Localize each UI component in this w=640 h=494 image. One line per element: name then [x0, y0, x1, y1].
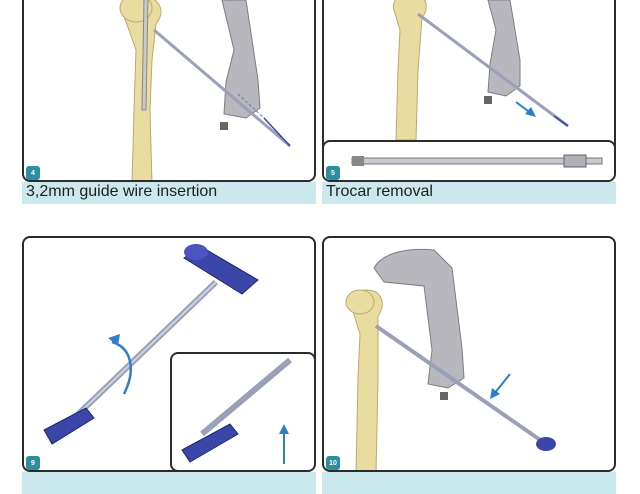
step-10-panel: 10 [322, 236, 616, 472]
aiming-arm-screw [220, 122, 228, 130]
step-9-panel: 9 [22, 236, 316, 472]
shaft [200, 357, 292, 437]
guide-wire-insertion-illustration [119, 0, 291, 180]
intramedullary-nail [141, 0, 149, 111]
step-number-badge: 4 [26, 166, 40, 180]
step-caption [22, 472, 316, 494]
trocar-inset [324, 140, 614, 180]
insertion-arrow [490, 373, 511, 399]
aiming-arm [221, 0, 261, 119]
step-caption [322, 472, 616, 494]
step-caption: 3,2mm guide wire insertion [22, 182, 316, 204]
t-handle-illustration [43, 244, 259, 445]
blade [181, 423, 239, 463]
step-caption: Trocar removal [322, 182, 616, 204]
trocar-removal-illustration [392, 0, 569, 141]
trocar [417, 12, 569, 128]
femur-bone [121, 0, 162, 180]
aiming-arm [373, 248, 465, 389]
trocar-detail-illustration [351, 154, 603, 168]
step-number-badge: 5 [326, 166, 340, 180]
femur-bone [350, 289, 383, 470]
aiming-arm-screw [440, 392, 448, 400]
guide-wire [153, 28, 291, 148]
screwdriver-handle [536, 437, 556, 451]
blade-detail-illustration [181, 357, 292, 464]
lag-screw-insertion-illustration [345, 248, 556, 470]
aiming-arm-screw [484, 96, 492, 104]
step-5-panel: 5 [322, 0, 616, 182]
detail-inset [170, 352, 314, 470]
femur-bone [392, 0, 427, 141]
screwdriver-shaft [374, 324, 548, 446]
aiming-arm [487, 0, 521, 97]
t-handle [183, 244, 259, 295]
femoral-head [345, 289, 375, 315]
step-number-badge: 9 [26, 456, 40, 470]
step-4-panel: 4 [22, 0, 316, 182]
blade [43, 407, 95, 445]
removal-direction-arrow [515, 101, 536, 117]
direction-arrow [279, 424, 289, 464]
rotation-arrow [108, 334, 132, 395]
step-number-badge: 10 [326, 456, 340, 470]
